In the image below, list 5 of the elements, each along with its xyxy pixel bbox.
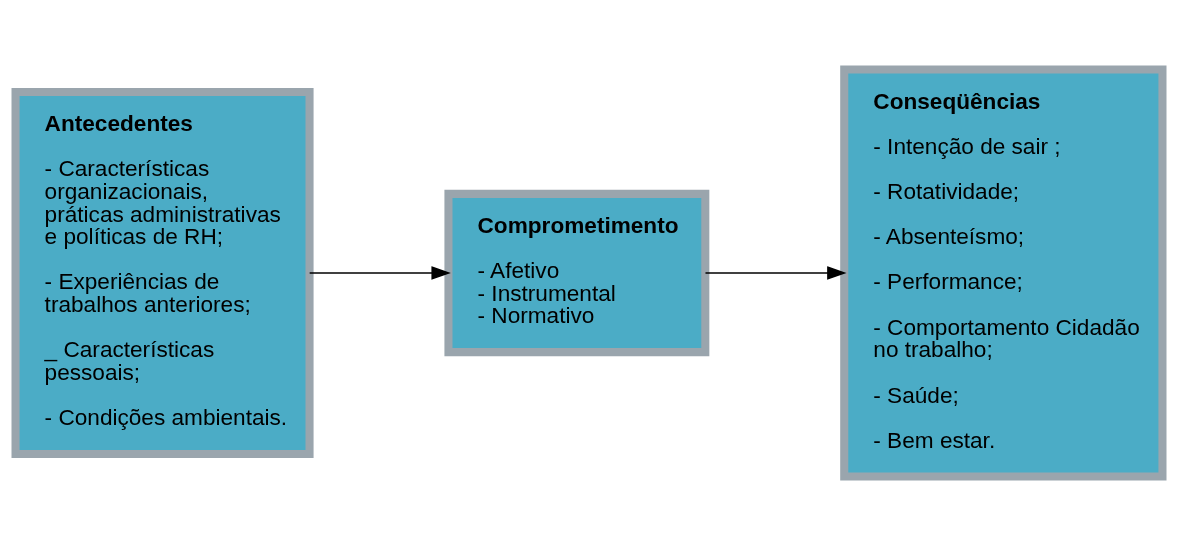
node-box: Antecedentes - Características organizacionais, práticas administrativas e políticas de RH; - Experiências de trabalhos anteriores; _ Características pessoais; - Condições ambientais. <box>11 87 314 458</box>
arrow <box>704 265 847 280</box>
node-box: Comprometimento - Afetivo - Instrumental - Normativo <box>444 189 710 356</box>
arrow <box>308 265 451 280</box>
node-box: Conseqüências - Intenção de sair ; - Rotatividade; - Absenteísmo; - Performance; - Comportamento Cidadão no trabalho; - Saúde; - Bem estar. <box>840 64 1167 481</box>
